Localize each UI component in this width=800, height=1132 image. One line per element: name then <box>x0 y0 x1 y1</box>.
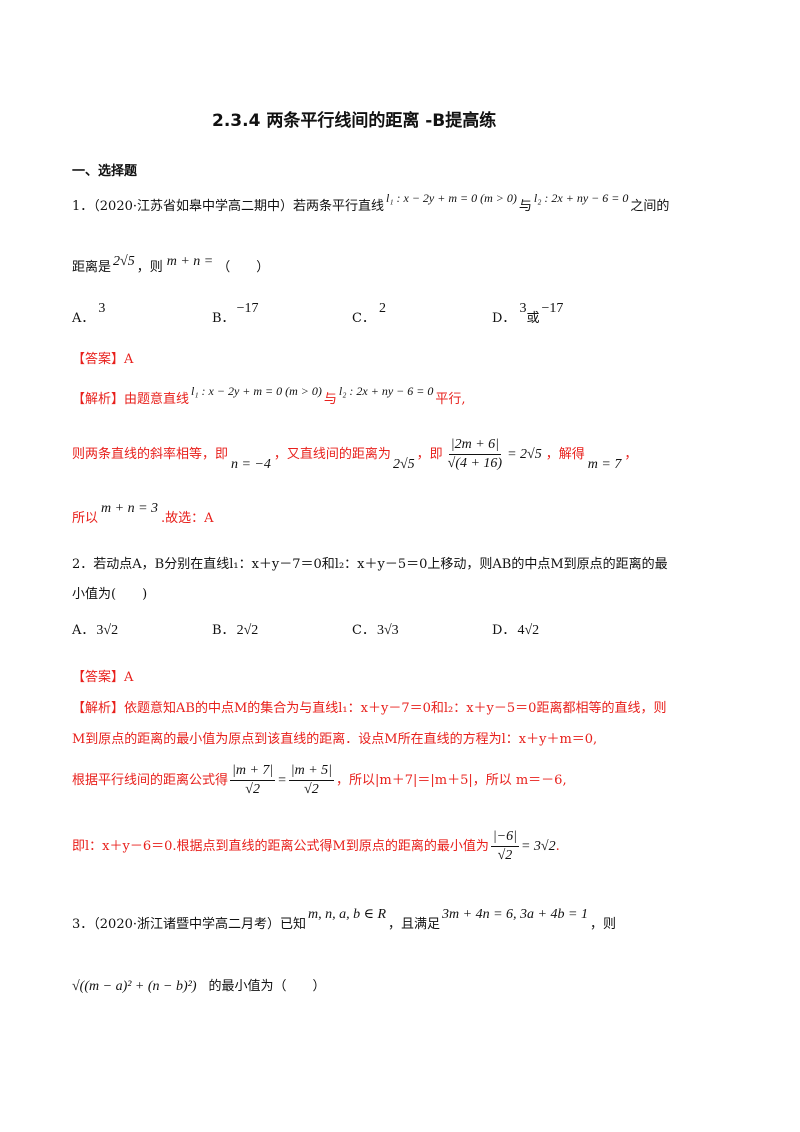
q3-line2: √((m − a)² + (n − b)²) 的最小值为（ ） <box>72 975 326 995</box>
q1-exp2-d2: ，解得 <box>545 447 585 462</box>
q2-exp4-fraction: |−6|√2 <box>490 828 519 865</box>
q1-distance: 2√5 <box>113 254 135 269</box>
q1-line2-c: （ ） <box>217 260 270 275</box>
q2-exp3-fraction1: |m + 7|√2 <box>230 762 276 799</box>
q2-option-c-value: 3√3 <box>376 623 399 638</box>
q1-exp2-a: 则两条直线的斜率相等，即 <box>72 447 229 462</box>
q2-option-c: C．3√3 <box>352 619 399 639</box>
q1-line1: 1．（2020·江苏省如皋中学高二期中）若两条平行直线l₁ : x − 2y +… <box>72 191 670 214</box>
q1-option-c-value: 2 <box>378 301 386 316</box>
q2-exp3-numerator1: |m + 7| <box>230 762 276 781</box>
q1-exp3-b: .故选：A <box>161 511 214 526</box>
q2-exp3-numerator2: |m + 5| <box>288 762 334 781</box>
q1-exp1-and: 与 <box>323 392 337 407</box>
q1-exp3-a: 所以 <box>72 511 99 526</box>
q1-line2-b: ，则 <box>136 260 163 275</box>
q2-option-d: D．4√2 <box>492 619 539 639</box>
q2-option-b-label: B． <box>212 623 235 638</box>
q1-option-d-or: 或 <box>526 311 540 326</box>
q2-line2: 小值为( ) <box>72 587 148 602</box>
q1-option-c: C．2 <box>352 301 386 327</box>
q2-explanation-line4: 即l：x＋y－6＝0.根据点到直线的距离公式得M到原点的距离的最小值为|−6|√… <box>72 828 560 865</box>
q1-prefix: 1．（2020·江苏省如皋中学高二期中）若两条平行直线 <box>72 199 384 214</box>
q1-exp2-c: ，即 <box>416 447 443 462</box>
doc-title: 2.3.4 两条平行线间的距离 -B提高练 <box>212 111 497 131</box>
q2-exp4-numerator: |−6| <box>490 828 519 847</box>
q3-suffix: ，则 <box>589 917 616 932</box>
q1-option-d-value2: −17 <box>541 301 564 316</box>
q2-exp1: 依题意知AB的中点M的集合为与直线l₁：x＋y－7＝0和l₂：x＋y－5＝0距离… <box>124 701 667 716</box>
q1-exp1-l2: l₂ : 2x + ny − 6 = 0 <box>338 384 434 398</box>
q2-exp4-denominator: √2 <box>497 848 513 863</box>
q1-exp2-fraction: |2m + 6|√(4 + 16) <box>446 436 504 473</box>
q1-exp3-expr: m + n = 3 <box>101 501 159 516</box>
q3-mid: ，且满足 <box>388 917 441 932</box>
q2-explanation-line2: M到原点的距离的最小值为原点到该直线的距离．设点M所在直线的方程为l：x＋y＋m… <box>72 732 598 747</box>
q2-explanation-tag: 【解析】 <box>72 701 125 716</box>
q2-option-a: A．3√2 <box>72 619 118 639</box>
q3-tail: 的最小值为（ ） <box>208 979 326 994</box>
q1-option-c-label: C． <box>352 311 375 326</box>
q1-l1-equation: l₁ : x − 2y + m = 0 (m > 0) <box>386 191 517 205</box>
q2-line1: 2．若动点A，B分别在直线l₁：x＋y－7＝0和l₂：x＋y－5＝0上移动，则A… <box>72 557 668 572</box>
q1-exp2-numerator: |2m + 6| <box>448 436 501 455</box>
q3-expression: √((m − a)² + (n − b)²) <box>72 979 197 994</box>
q1-exp1-b: 平行, <box>435 392 466 407</box>
q2-explanation-line1: 【解析】依题意知AB的中点M的集合为与直线l₁：x＋y－7＝0和l₂：x＋y－5… <box>72 697 666 716</box>
q3-condition2: 3m + 4n = 6, 3a + 4b = 1 <box>442 907 588 922</box>
q2-option-d-label: D． <box>492 623 516 638</box>
q1-line2-a: 距离是 <box>72 260 112 275</box>
q1-and: 与 <box>518 199 532 214</box>
q1-exp2-m: m = 7 <box>587 457 622 472</box>
q1-exp1-l1: l₁ : x − 2y + m = 0 (m > 0) <box>191 384 322 398</box>
q2-answer: 【答案】A <box>72 670 134 685</box>
q1-explanation-line1: 【解析】由题意直线l₁ : x − 2y + m = 0 (m > 0)与l₂ … <box>72 384 466 407</box>
q2-exp3-fraction2: |m + 5|√2 <box>288 762 334 799</box>
q1-exp2-d: 2√5 <box>392 457 415 472</box>
q1-exp2-equals: = 2√5 <box>507 447 542 462</box>
q1-suffix: 之间的 <box>630 199 670 214</box>
q1-expression: m + n = <box>166 254 214 269</box>
q2-exp4-equals: = 3√2 <box>520 839 556 854</box>
q2-exp3-b: ，所以|m＋7|＝|m＋5|，所以 m＝－6, <box>336 773 567 788</box>
q2-option-a-label: A． <box>72 623 95 638</box>
q1-exp2-e: ， <box>624 447 638 462</box>
q1-option-a-label: A． <box>72 311 95 326</box>
q3-line1: 3．（2020·浙江诸暨中学高二月考）已知m, n, a, b ∈ R，且满足3… <box>72 907 616 933</box>
q2-exp3-denominator1: √2 <box>245 782 260 797</box>
q2-exp4-b: . <box>555 839 560 854</box>
q1-exp2-n: n = −4 <box>231 457 271 472</box>
q1-option-b-label: B． <box>212 311 235 326</box>
q3-prefix: 3．（2020·浙江诸暨中学高二月考）已知 <box>72 917 306 932</box>
q2-exp3-a: 根据平行线间的距离公式得 <box>72 773 229 788</box>
q1-option-d-label: D． <box>492 311 516 326</box>
q1-option-d: D．3或−17 <box>492 301 563 327</box>
q1-explanation-tag: 【解析】 <box>72 392 125 407</box>
q1-option-b-value: −17 <box>236 301 259 316</box>
q1-exp2-denominator: √(4 + 16) <box>447 456 503 471</box>
q2-option-d-value: 4√2 <box>517 623 540 638</box>
q1-answer: 【答案】A <box>72 352 134 367</box>
q2-explanation-line3: 根据平行线间的距离公式得|m + 7|√2=|m + 5|√2，所以|m＋7|＝… <box>72 762 567 799</box>
q2-exp4-a: 即l：x＋y－6＝0.根据点到直线的距离公式得M到原点的距离的最小值为 <box>72 839 489 854</box>
q1-option-d-value: 3 <box>519 301 527 316</box>
q1-exp1-a: 由题意直线 <box>124 392 190 407</box>
q2-option-b: B．2√2 <box>212 619 258 639</box>
q1-option-a-value: 3 <box>98 301 106 316</box>
q2-option-c-label: C． <box>352 623 375 638</box>
q1-l2-equation: l₂ : 2x + ny − 6 = 0 <box>533 191 629 205</box>
q2-exp3-equals: = <box>277 773 287 788</box>
q3-condition1: m, n, a, b ∈ R <box>308 907 387 922</box>
section-heading: 一、选择题 <box>72 164 138 179</box>
q1-explanation-line3: 所以m + n = 3.故选：A <box>72 501 214 527</box>
q2-exp3-denominator2: √2 <box>304 782 319 797</box>
q1-option-b: B．−17 <box>212 301 258 327</box>
q1-explanation-line2: 则两条直线的斜率相等，即n = −4，又直线间的距离为2√5，即|2m + 6|… <box>72 436 637 473</box>
q1-option-a: A．3 <box>72 301 105 327</box>
q1-exp2-b: ，又直线间的距离为 <box>273 447 391 462</box>
q2-option-b-value: 2√2 <box>236 623 259 638</box>
q2-option-a-value: 3√2 <box>96 623 119 638</box>
